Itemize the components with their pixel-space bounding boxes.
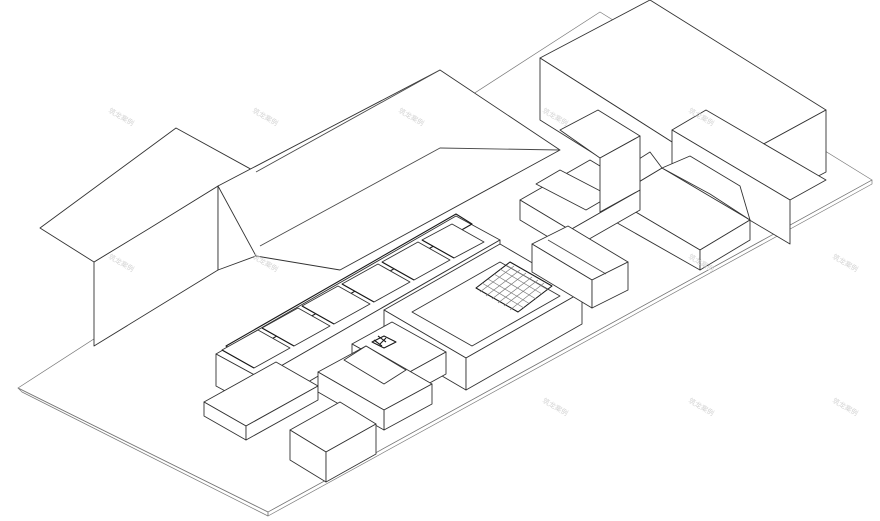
- watermark-text: 筑龙案例: [541, 396, 570, 418]
- watermark-text: 筑龙案例: [831, 252, 860, 274]
- watermark-text: 筑龙案例: [251, 106, 280, 128]
- project-east-wing: [531, 225, 629, 309]
- watermark-text: 筑龙案例: [831, 396, 860, 418]
- project-front-wing-gabled: [317, 345, 433, 431]
- context-building-foreground: [289, 401, 377, 483]
- watermark-text: 筑龙案例: [687, 396, 716, 418]
- context-building-center: [519, 109, 641, 251]
- skylight-row: [221, 223, 485, 369]
- context-building-long-block: [39, 69, 561, 347]
- watermark-text: 筑龙案例: [107, 106, 136, 128]
- project-front-wing-left: [203, 361, 319, 441]
- courtyard-grid-screen: [475, 261, 553, 313]
